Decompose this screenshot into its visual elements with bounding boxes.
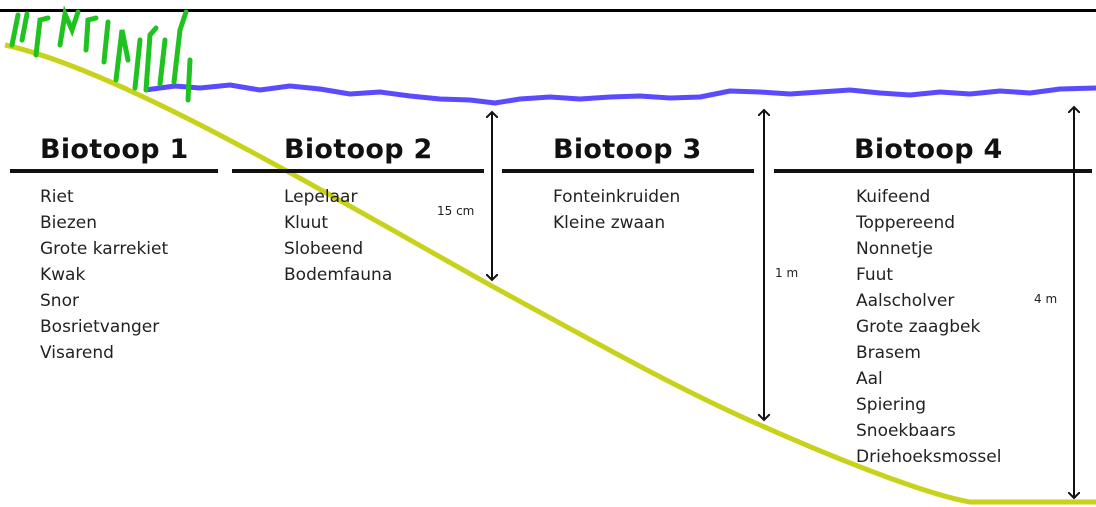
- species-item: Kuifeend: [856, 187, 931, 207]
- species-item: Fuut: [856, 265, 894, 285]
- species-item: Bosrietvanger: [40, 317, 160, 337]
- species-item: Nonnetje: [856, 239, 933, 259]
- lake-bottom-line: [4, 42, 1096, 505]
- species-item: Kleine zwaan: [553, 213, 666, 233]
- species-item: Kluut: [284, 213, 329, 233]
- species-item: Biezen: [40, 213, 98, 233]
- biotope-4-rule: [774, 169, 1092, 173]
- biotope-2-rule: [232, 169, 484, 173]
- species-item: Bodemfauna: [284, 265, 393, 285]
- biotope-2-species-list: Lepelaar Kluut Slobeend Bodemfauna: [284, 184, 392, 288]
- reed-vegetation: [9, 5, 193, 103]
- species-item: Slobeend: [284, 239, 364, 259]
- biotope-1-species-list: Riet Biezen Grote karrekiet Kwak Snor Bo…: [40, 184, 168, 366]
- species-item: Driehoeksmossel: [856, 447, 1002, 467]
- species-item: Snor: [40, 291, 79, 311]
- species-item: Fonteinkruiden: [553, 187, 681, 207]
- biotope-1-rule: [10, 169, 218, 173]
- biotope-4-heading: Biotoop 4: [854, 134, 1003, 165]
- species-item: Riet: [40, 187, 74, 207]
- biotope-3-heading: Biotoop 3: [553, 134, 702, 165]
- top-border: [0, 9, 1096, 12]
- species-item: Snoekbaars: [856, 421, 956, 441]
- species-item: Grote karrekiet: [40, 239, 169, 259]
- species-item: Grote zaagbek: [856, 317, 981, 337]
- depth-label-1m: 1 m: [775, 266, 799, 280]
- species-item: Lepelaar: [284, 187, 358, 207]
- water-surface-line: [144, 82, 1096, 106]
- species-item: Toppereend: [856, 213, 956, 233]
- species-item: Aal: [856, 369, 883, 389]
- biotope-3-rule: [502, 169, 754, 173]
- species-item: Brasem: [856, 343, 921, 363]
- depth-label-4m: 4 m: [1034, 292, 1058, 306]
- species-item: Aalscholver: [856, 291, 955, 311]
- biotope-3-species-list: Fonteinkruiden Kleine zwaan: [553, 184, 680, 236]
- biotope-1-heading: Biotoop 1: [40, 134, 189, 165]
- species-item: Spiering: [856, 395, 927, 415]
- species-item: Visarend: [40, 343, 114, 363]
- biotope-2-heading: Biotoop 2: [284, 134, 433, 165]
- species-item: Kwak: [40, 265, 86, 285]
- biotope-4-species-list: Kuifeend Toppereend Nonnetje Fuut Aalsch…: [856, 184, 1001, 470]
- depth-label-15cm: 15 cm: [437, 204, 475, 218]
